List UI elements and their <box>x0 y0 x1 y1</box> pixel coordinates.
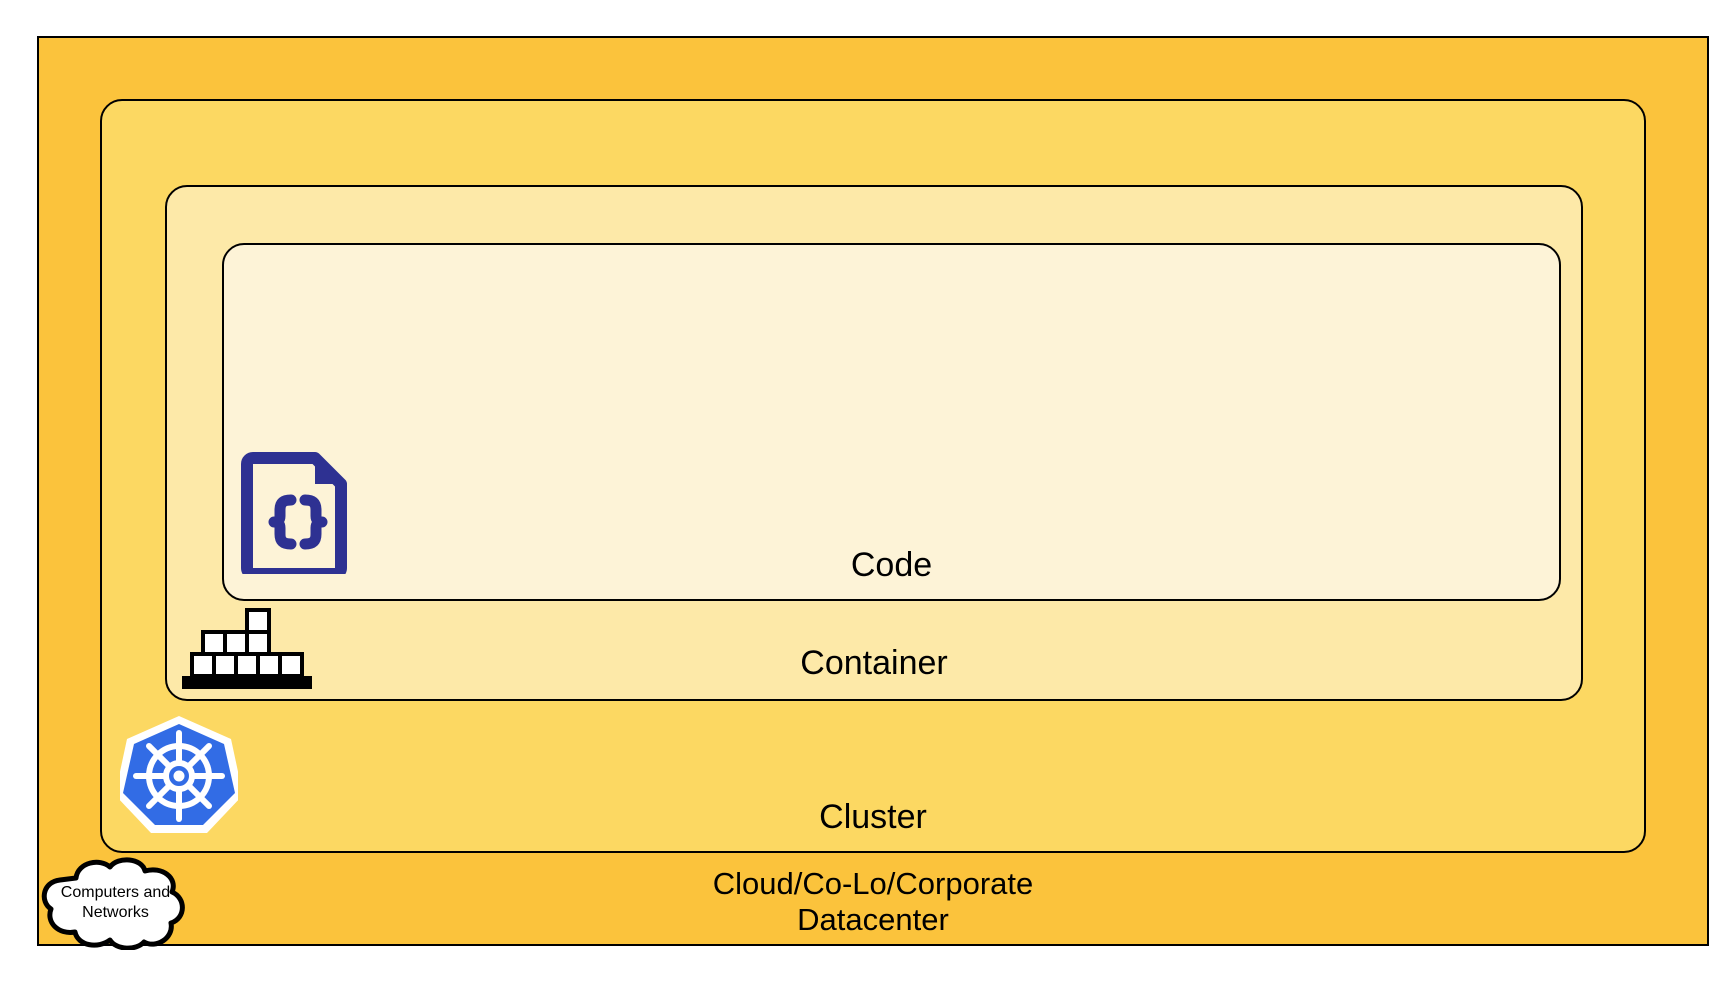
stacked-boxes-icon <box>182 608 312 701</box>
kubernetes-helm-wheel-icon <box>120 714 238 838</box>
code-braces-document-icon <box>241 452 353 574</box>
layer-label-code: Code <box>850 546 933 584</box>
layer-label-cluster: Cluster <box>819 798 927 836</box>
cloud-callout-label: Computers and Networks <box>60 884 171 921</box>
layer-label-container: Container <box>800 644 948 682</box>
computers-and-networks-cloud[interactable]: Computers and Networks <box>38 856 193 950</box>
layer-label-datacenter: Cloud/Co-Lo/Corporate Datacenter <box>712 866 1034 938</box>
layer-code[interactable] <box>222 243 1561 601</box>
